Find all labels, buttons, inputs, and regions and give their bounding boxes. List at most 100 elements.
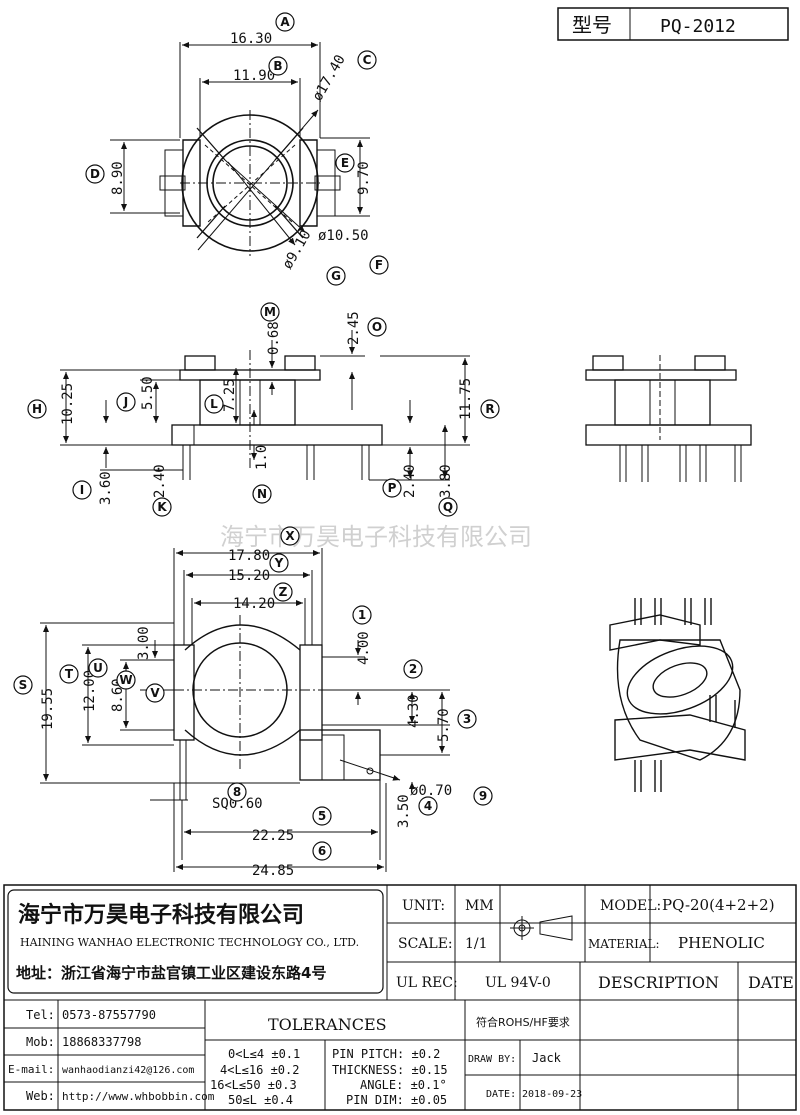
marker-label-O: O — [372, 320, 382, 334]
marker-circle-K — [152, 497, 172, 517]
dim-bot-9: 5.70 — [436, 708, 452, 742]
dim-bot-13: 22.25 — [252, 828, 294, 844]
tolerances-title: TOLERANCES — [268, 1015, 387, 1034]
marker-circle-X — [280, 526, 300, 546]
mob-label: Mob: — [26, 1035, 55, 1049]
marker-circle-F — [369, 255, 389, 275]
marker-circle-A — [275, 12, 295, 32]
marker-label-G: G — [331, 269, 341, 283]
company-cn: 海宁市万昊电子科技有限公司 — [18, 902, 304, 928]
mob-value: 18868337798 — [62, 1035, 141, 1049]
dim-bot-0: 17.80 — [228, 548, 270, 564]
marker-label-X: X — [285, 529, 295, 543]
draw-by-label: DRAW BY: — [468, 1054, 516, 1065]
dim-side-4: 7.25 — [222, 378, 238, 412]
tel-label: Tel: — [26, 1008, 55, 1022]
model-value: PQ-20(4+2+2) — [662, 896, 775, 914]
marker-circle-J — [116, 392, 136, 412]
title-block — [3, 884, 797, 1111]
marker-label-T: T — [65, 667, 74, 681]
dim-top-1: 11.90 — [233, 68, 275, 84]
marker-circle-Q — [438, 497, 458, 517]
date-label: DATE: — [486, 1089, 516, 1100]
email-value: wanhaodianzi42@126.com — [62, 1065, 194, 1076]
marker-label-N: N — [257, 487, 267, 501]
web-value: http://www.whbobbin.com — [62, 1090, 215, 1103]
dim-side-2: 10.25 — [60, 383, 76, 425]
dim-top-5: ø10.50 — [318, 228, 369, 244]
dim-bot-6: 12.00 — [82, 670, 98, 712]
marker-label-6: 6 — [318, 844, 326, 858]
marker-circle-9 — [473, 786, 493, 806]
marker-circle-M — [260, 302, 280, 322]
date-header: DATE — [748, 973, 794, 992]
marker-circle-U — [88, 658, 108, 678]
tolerance-1: 4<L≤16 ±0.2 — [220, 1063, 299, 1077]
dim-side-10: 3.80 — [438, 464, 454, 498]
marker-label-S: S — [19, 678, 28, 692]
tolerance-2: 16<L≤50 ±0.3 — [210, 1078, 297, 1092]
marker-circle-O — [367, 317, 387, 337]
isometric-view — [609, 598, 746, 792]
marker-circle-E — [335, 153, 355, 173]
dim-top-0: 16.30 — [230, 31, 272, 47]
marker-circle-C — [357, 50, 377, 70]
marker-label-B: B — [273, 59, 282, 73]
angle-tol: ANGLE: ±0.1° — [360, 1078, 447, 1092]
marker-label-8: 8 — [233, 785, 241, 799]
marker-circle-S — [13, 675, 33, 695]
scale-label: SCALE: — [398, 936, 453, 952]
dim-side-8: 1.0 — [254, 445, 270, 470]
marker-circle-T — [59, 664, 79, 684]
date-value: 2018-09-23 — [522, 1089, 582, 1100]
marker-circle-5 — [312, 806, 332, 826]
dim-bot-2: 14.20 — [233, 596, 275, 612]
model-header — [557, 7, 789, 41]
type-label: 型号 — [572, 13, 612, 37]
description-header: DESCRIPTION — [598, 973, 719, 992]
marker-label-Z: Z — [279, 585, 288, 599]
marker-circle-G — [326, 266, 346, 286]
dim-top-3: 8.90 — [110, 161, 126, 195]
material-value: PHENOLIC — [678, 934, 765, 952]
company-address: 地址：浙江省海宁市盐官镇工业区建设东路4号 — [16, 964, 326, 982]
pin-pitch-tol: PIN PITCH: ±0.2 — [332, 1047, 440, 1061]
marker-label-V: V — [150, 686, 160, 700]
tolerance-3: 50≤L ±0.4 — [228, 1093, 293, 1107]
dim-side-6: 2.40 — [152, 464, 168, 498]
draw-by-value: Jack — [532, 1051, 562, 1065]
email-label: E-mail: — [8, 1063, 54, 1076]
dim-side-5: 11.75 — [458, 378, 474, 420]
rohs-note: 符合ROHS/HF要求 — [476, 1015, 570, 1029]
ulrec-label: UL REC: — [396, 975, 458, 991]
dim-side-0: 2.45 — [346, 311, 362, 345]
marker-label-1: 1 — [358, 608, 366, 622]
company-en: HAINING WANHAO ELECTRONIC TECHNOLOGY CO.… — [20, 936, 359, 949]
marker-label-C: C — [363, 53, 372, 67]
material-label: MATERIAL: — [588, 937, 660, 951]
tel-value: 0573-87557790 — [62, 1008, 156, 1022]
pin-dim-tol: PIN DIM: ±0.05 — [346, 1093, 447, 1107]
type-value: PQ-2012 — [660, 16, 736, 37]
marker-circle-N — [252, 484, 272, 504]
scale-value: 1/1 — [465, 936, 488, 952]
watermark: 海宁市万昊电子科技有限公司 — [220, 523, 532, 551]
marker-circle-R — [480, 399, 500, 419]
marker-circle-3 — [457, 709, 477, 729]
dim-bot-3: 4.00 — [356, 631, 372, 665]
dim-bot-10: ø0.70 — [410, 783, 452, 799]
dim-bot-4: 3.00 — [136, 626, 152, 660]
marker-label-U: U — [93, 661, 103, 675]
unit-label: UNIT: — [402, 898, 445, 914]
marker-label-P: P — [388, 481, 397, 495]
dim-bot-11: SQ0.60 — [212, 796, 263, 812]
marker-label-K: K — [157, 500, 167, 514]
marker-circle-L — [204, 394, 224, 414]
marker-label-A: A — [280, 15, 290, 29]
marker-circle-6 — [312, 841, 332, 861]
marker-circle-I — [72, 480, 92, 500]
dim-side-1: 0.68 — [266, 321, 282, 355]
marker-circle-B — [268, 56, 288, 76]
right-side-view — [585, 355, 752, 482]
